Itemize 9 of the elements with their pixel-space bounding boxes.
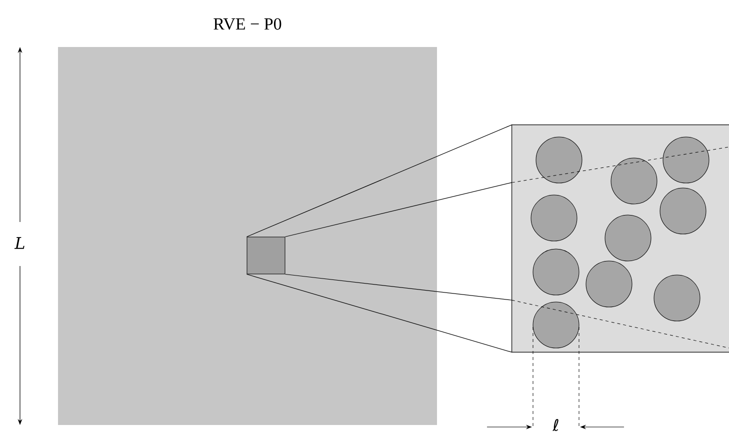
projection-line <box>246 274 512 352</box>
projection-line <box>246 124 512 238</box>
dimension-label: L <box>14 237 24 249</box>
projection-line <box>284 182 512 238</box>
projection-line <box>284 274 512 300</box>
node-label: RVE − P0 <box>214 18 282 30</box>
magnified-region <box>246 236 286 274</box>
sample-square: RVE − P0 <box>58 18 437 425</box>
dimension-label: ℓ <box>552 418 558 432</box>
